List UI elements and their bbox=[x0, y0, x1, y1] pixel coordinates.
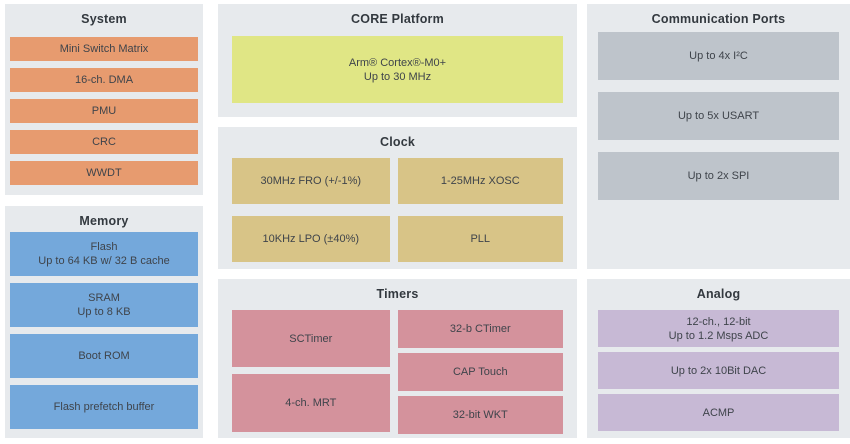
communication-blocks: Up to 4x I²C Up to 5x USART Up to 2x SPI bbox=[587, 32, 850, 200]
block-flash-line2: Up to 64 KB w/ 32 B cache bbox=[38, 255, 170, 267]
block-cortex-m0plus-line1: Arm® Cortex®-M0+ bbox=[348, 56, 447, 69]
block-dma: 16-ch. DMA bbox=[10, 68, 198, 92]
block-adc-line2: Up to 1.2 Msps ADC bbox=[668, 329, 769, 342]
block-pll: PLL bbox=[397, 216, 563, 262]
block-pmu: PMU bbox=[10, 99, 198, 123]
communication-ports-panel: Communication Ports Up to 4x I²C Up to 5… bbox=[587, 4, 850, 269]
block-wwdt: WWDT bbox=[10, 161, 198, 185]
communication-ports-panel-title: Communication Ports bbox=[651, 12, 786, 26]
block-adc-line1: 12-ch., 12-bit bbox=[686, 315, 751, 328]
block-sram-line2: Up to 8 KB bbox=[77, 306, 131, 318]
memory-panel-title: Memory bbox=[79, 214, 129, 228]
block-spi: Up to 2x SPI bbox=[598, 152, 839, 200]
block-xosc: 1-25MHz XOSC bbox=[397, 158, 563, 204]
system-blocks: Mini Switch Matrix 16-ch. DMA PMU CRC WW… bbox=[5, 37, 203, 185]
block-cortex-m0plus: Arm® Cortex®-M0+ Up to 30 MHz bbox=[232, 36, 563, 103]
clock-panel: Clock 30MHz FRO (+/-1%) 1-25MHz XOSC 10K… bbox=[218, 127, 577, 269]
block-mrt: 4-ch. MRT bbox=[232, 374, 390, 432]
block-fro: 30MHz FRO (+/-1%) bbox=[232, 158, 390, 204]
block-boot-rom: Boot ROM bbox=[10, 334, 198, 378]
system-panel-title: System bbox=[81, 12, 127, 26]
block-flash-prefetch-buffer: Flash prefetch buffer bbox=[10, 385, 198, 429]
memory-blocks: Flash Up to 64 KB w/ 32 B cache SRAM Up … bbox=[5, 232, 203, 429]
system-panel: System Mini Switch Matrix 16-ch. DMA PMU… bbox=[5, 4, 203, 195]
block-usart: Up to 5x USART bbox=[598, 92, 839, 140]
block-cap-touch: CAP Touch bbox=[397, 353, 563, 391]
timers-panel: Timers SCTimer 4-ch. MRT 32-b CTimer CAP… bbox=[218, 279, 577, 438]
block-ctimer: 32-b CTimer bbox=[397, 310, 563, 348]
core-blocks: Arm® Cortex®-M0+ Up to 30 MHz bbox=[218, 36, 577, 103]
timers-panel-title: Timers bbox=[376, 287, 419, 301]
block-sram: SRAM Up to 8 KB bbox=[10, 283, 198, 327]
timers-blocks: SCTimer 4-ch. MRT 32-b CTimer CAP Touch … bbox=[218, 310, 577, 434]
block-sram-line1: SRAM bbox=[88, 292, 120, 304]
clock-blocks: 30MHz FRO (+/-1%) 1-25MHz XOSC 10KHz LPO… bbox=[218, 158, 577, 262]
block-i2c: Up to 4x I²C bbox=[598, 32, 839, 80]
block-lpo: 10KHz LPO (±40%) bbox=[232, 216, 390, 262]
memory-panel: Memory Flash Up to 64 KB w/ 32 B cache S… bbox=[5, 206, 203, 438]
block-adc: 12-ch., 12-bit Up to 1.2 Msps ADC bbox=[598, 310, 839, 347]
block-flash: Flash Up to 64 KB w/ 32 B cache bbox=[10, 232, 198, 276]
block-cortex-m0plus-line2: Up to 30 MHz bbox=[363, 70, 432, 83]
core-platform-panel: CORE Platform Arm® Cortex®-M0+ Up to 30 … bbox=[218, 4, 577, 117]
block-dac: Up to 2x 10Bit DAC bbox=[598, 352, 839, 389]
block-crc: CRC bbox=[10, 130, 198, 154]
analog-blocks: 12-ch., 12-bit Up to 1.2 Msps ADC Up to … bbox=[587, 310, 850, 431]
core-platform-panel-title: CORE Platform bbox=[351, 12, 444, 26]
block-sctimer: SCTimer bbox=[232, 310, 390, 367]
block-acmp: ACMP bbox=[598, 394, 839, 431]
timers-left-column: SCTimer 4-ch. MRT bbox=[232, 310, 390, 434]
analog-panel-title: Analog bbox=[696, 287, 741, 301]
analog-panel: Analog 12-ch., 12-bit Up to 1.2 Msps ADC… bbox=[587, 279, 850, 438]
block-mini-switch-matrix: Mini Switch Matrix bbox=[10, 37, 198, 61]
block-flash-line1: Flash bbox=[90, 241, 118, 253]
timers-right-column: 32-b CTimer CAP Touch 32-bit WKT bbox=[397, 310, 563, 434]
block-wkt: 32-bit WKT bbox=[397, 396, 563, 434]
clock-panel-title: Clock bbox=[379, 135, 416, 149]
